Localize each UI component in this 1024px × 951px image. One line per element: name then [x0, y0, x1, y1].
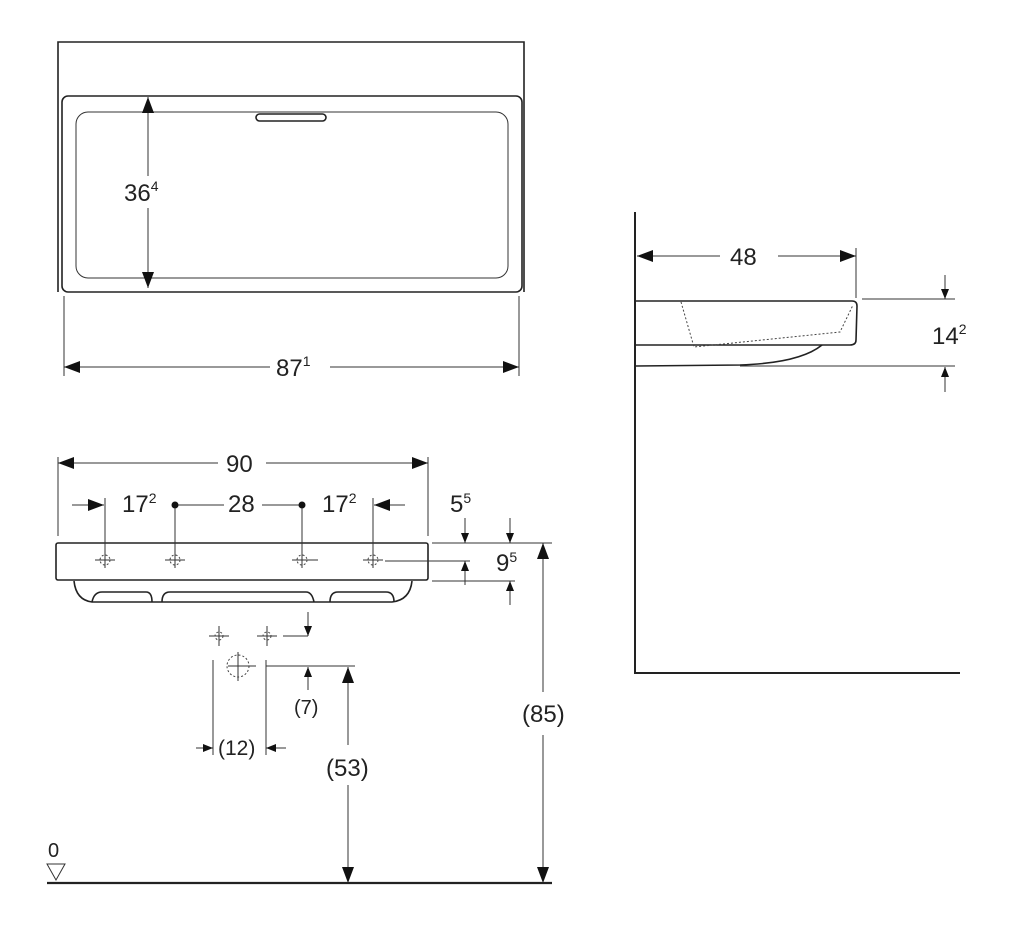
mount-height-label: (85) [522, 701, 565, 728]
basin-underside-curve [635, 344, 823, 367]
top-view: 364 871 [57, 41, 525, 382]
basin-bowl [75, 111, 509, 279]
projection-label: 48 [730, 244, 757, 271]
right-offset-label: 172 [322, 490, 357, 518]
height-label: 142 [932, 321, 967, 350]
side-view: 48 142 [634, 212, 967, 674]
depth-label: 364 [124, 178, 159, 207]
floor-level-label: 0 [48, 840, 59, 862]
drain-offset-label: (7) [294, 697, 318, 719]
width-label: 871 [276, 353, 311, 382]
basin-front [55, 542, 429, 581]
floor-level-icon [46, 863, 66, 882]
top-offset-label: 55 [450, 490, 471, 518]
basin-rim [61, 95, 523, 293]
front-view: 90 172 28 172 55 95 (85) [46, 451, 565, 885]
countertop-outline [57, 41, 525, 292]
center-spacing-label: 28 [228, 491, 255, 518]
basin-side [636, 300, 858, 346]
left-offset-label: 172 [122, 490, 157, 518]
rim-height-label: 95 [496, 549, 517, 577]
overflow-slot [255, 113, 327, 122]
overall-width-label: 90 [226, 451, 253, 478]
drain-spacing-label: (12) [218, 737, 255, 760]
drain-height-label: (53) [326, 755, 369, 782]
basin-underside [73, 580, 413, 603]
